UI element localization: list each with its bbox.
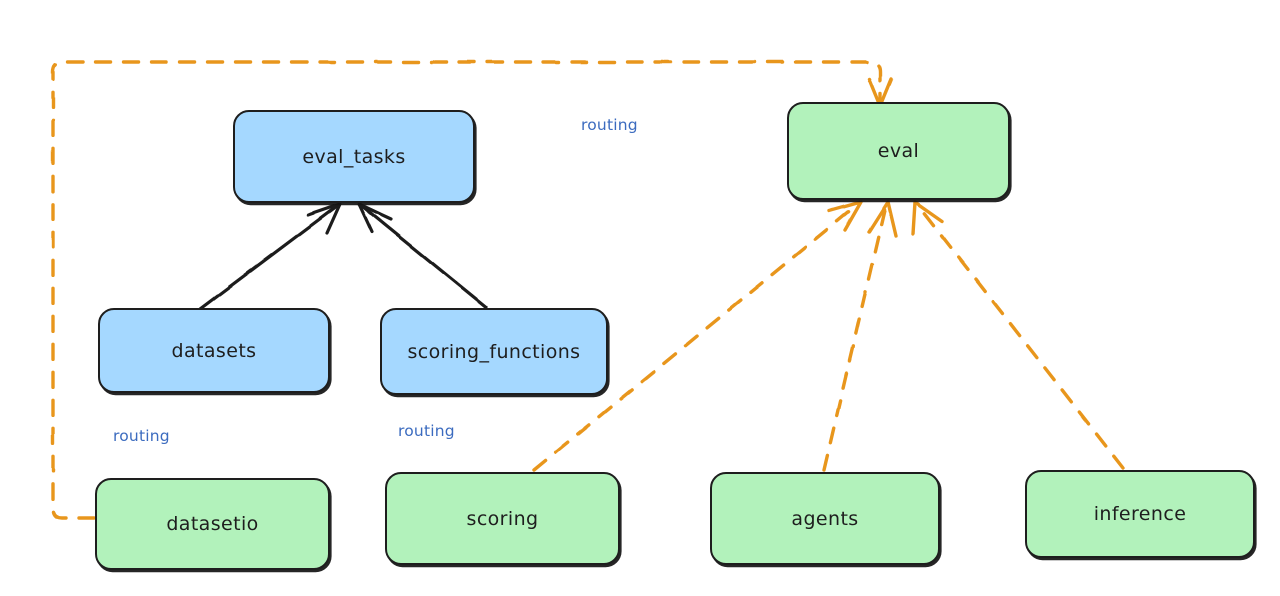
node-label-eval-tasks: eval_tasks [302,145,406,168]
edge-label-routing-eval-tasks-eval: routing [581,116,638,134]
node-agents[interactable]: agents [710,472,940,565]
edge-label-routing-datasets-datasetio: routing [113,427,170,445]
node-label-eval: eval [877,140,920,162]
node-label-scoring: scoring [466,507,539,530]
node-label-datasets: datasets [171,339,257,362]
node-label-datasetio: datasetio [166,513,259,535]
node-label-scoring-functions: scoring_functions [407,340,581,363]
node-label-agents: agents [791,507,859,530]
node-datasets[interactable]: datasets [98,308,330,393]
edge-scoring_functions-to-eval_tasks [357,202,488,309]
edge-agents-to-eval [822,200,898,472]
node-eval-tasks[interactable]: eval_tasks [233,110,475,203]
node-datasetio[interactable]: datasetio [95,478,330,570]
edge-datasets-to-eval_tasks [198,202,342,311]
edge-scoring-to-eval [532,200,863,472]
node-eval[interactable]: eval [787,102,1010,200]
node-scoring[interactable]: scoring [385,472,620,565]
node-scoring-functions[interactable]: scoring_functions [380,308,608,395]
node-label-inference: inference [1093,503,1187,525]
edge-inference-to-eval [911,200,1125,470]
edge-label-routing-scoring-functions-scoring: routing [398,422,455,440]
node-inference[interactable]: inference [1025,470,1255,558]
